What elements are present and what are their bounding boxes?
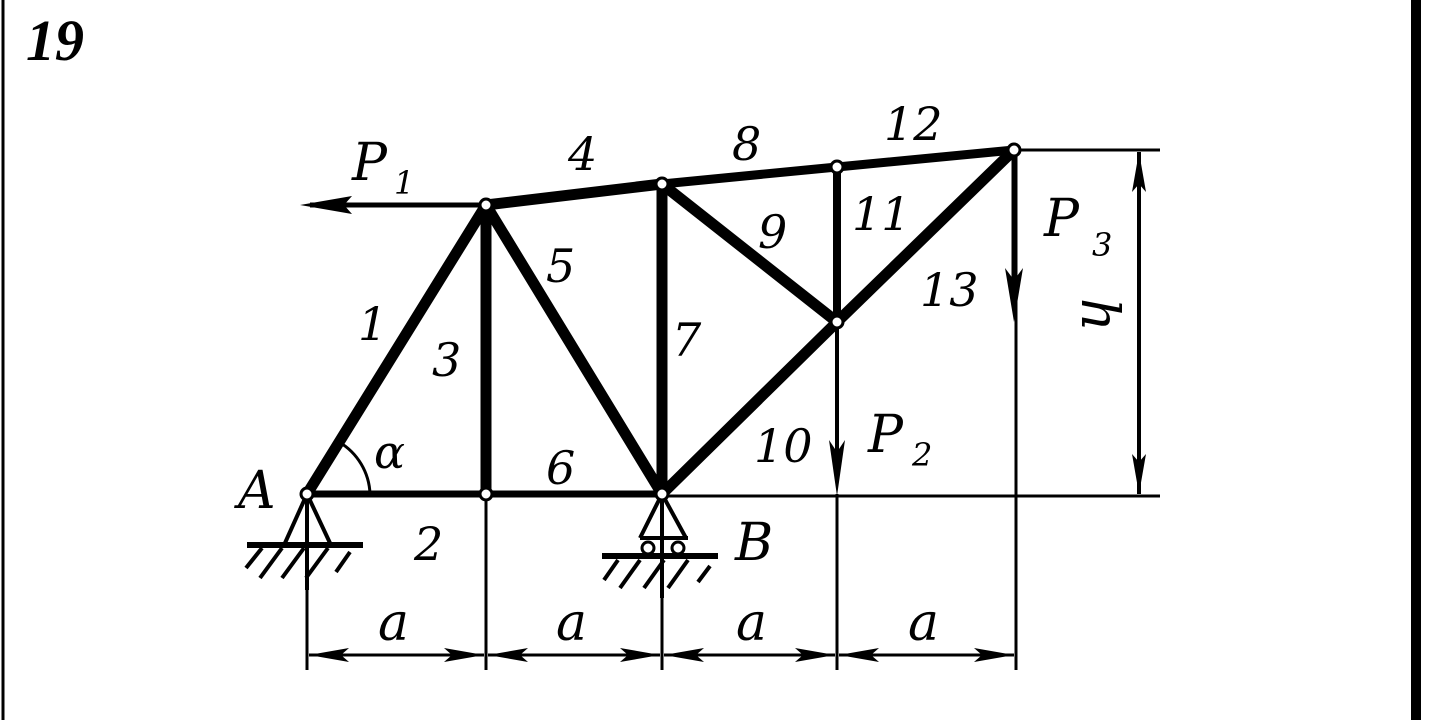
member-label-10: 10 [754, 419, 813, 473]
member-12 [832, 145, 1019, 172]
labels: A B α 1 2 3 4 5 6 7 8 9 10 11 12 13 P 1 … [234, 97, 1129, 653]
member-label-11: 11 [852, 187, 911, 241]
load-label-p3-sub: 3 [1092, 226, 1112, 264]
member-5 [480, 199, 668, 500]
member-label-12: 12 [884, 97, 943, 151]
node-a [299, 486, 315, 502]
member-label-5: 5 [546, 239, 575, 293]
member-label-2: 2 [413, 517, 443, 571]
member-label-3: 3 [432, 333, 461, 387]
node-b [654, 486, 670, 502]
load-label-p2: P [867, 405, 904, 465]
height-label: h [1069, 298, 1129, 332]
node-top-4 [1006, 142, 1022, 158]
node-bottom-mid [478, 486, 494, 502]
load-label-p1: P [351, 133, 388, 193]
span-label-3: a [736, 593, 767, 653]
angle-arc [338, 440, 372, 495]
load-label-p3: P [1043, 189, 1080, 249]
span-label-2: a [556, 593, 587, 653]
member-label-9: 9 [758, 205, 787, 259]
node-top-2 [654, 176, 670, 192]
node-top-1 [478, 197, 494, 213]
loads [300, 150, 1023, 496]
member-label-4: 4 [567, 127, 597, 181]
member-10 [656, 316, 843, 500]
member-label-6: 6 [546, 441, 575, 495]
member-label-8: 8 [732, 117, 761, 171]
node-label-a: A [234, 461, 276, 521]
support-b [602, 493, 718, 598]
load-label-p2-sub: 2 [911, 436, 932, 474]
figure-number: 19 [26, 8, 84, 73]
member-label-7: 7 [672, 313, 702, 367]
truss-members [301, 144, 1020, 500]
member-4 [480, 178, 668, 211]
dimension-lines [305, 148, 1160, 670]
member-9 [656, 178, 843, 328]
member-8 [657, 162, 842, 189]
angle-label: α [374, 425, 405, 479]
node-mid-right [829, 314, 845, 330]
member-label-13: 13 [920, 263, 979, 317]
member-13 [831, 144, 1020, 328]
span-label-1: a [378, 593, 409, 653]
truss-nodes [299, 142, 1022, 502]
node-label-b: B [734, 513, 773, 573]
member-1 [301, 199, 492, 500]
member-label-1: 1 [358, 297, 387, 351]
support-a [244, 493, 363, 590]
span-label-4: a [908, 593, 939, 653]
node-top-3 [829, 159, 845, 175]
load-label-p1-sub: 1 [394, 164, 414, 202]
